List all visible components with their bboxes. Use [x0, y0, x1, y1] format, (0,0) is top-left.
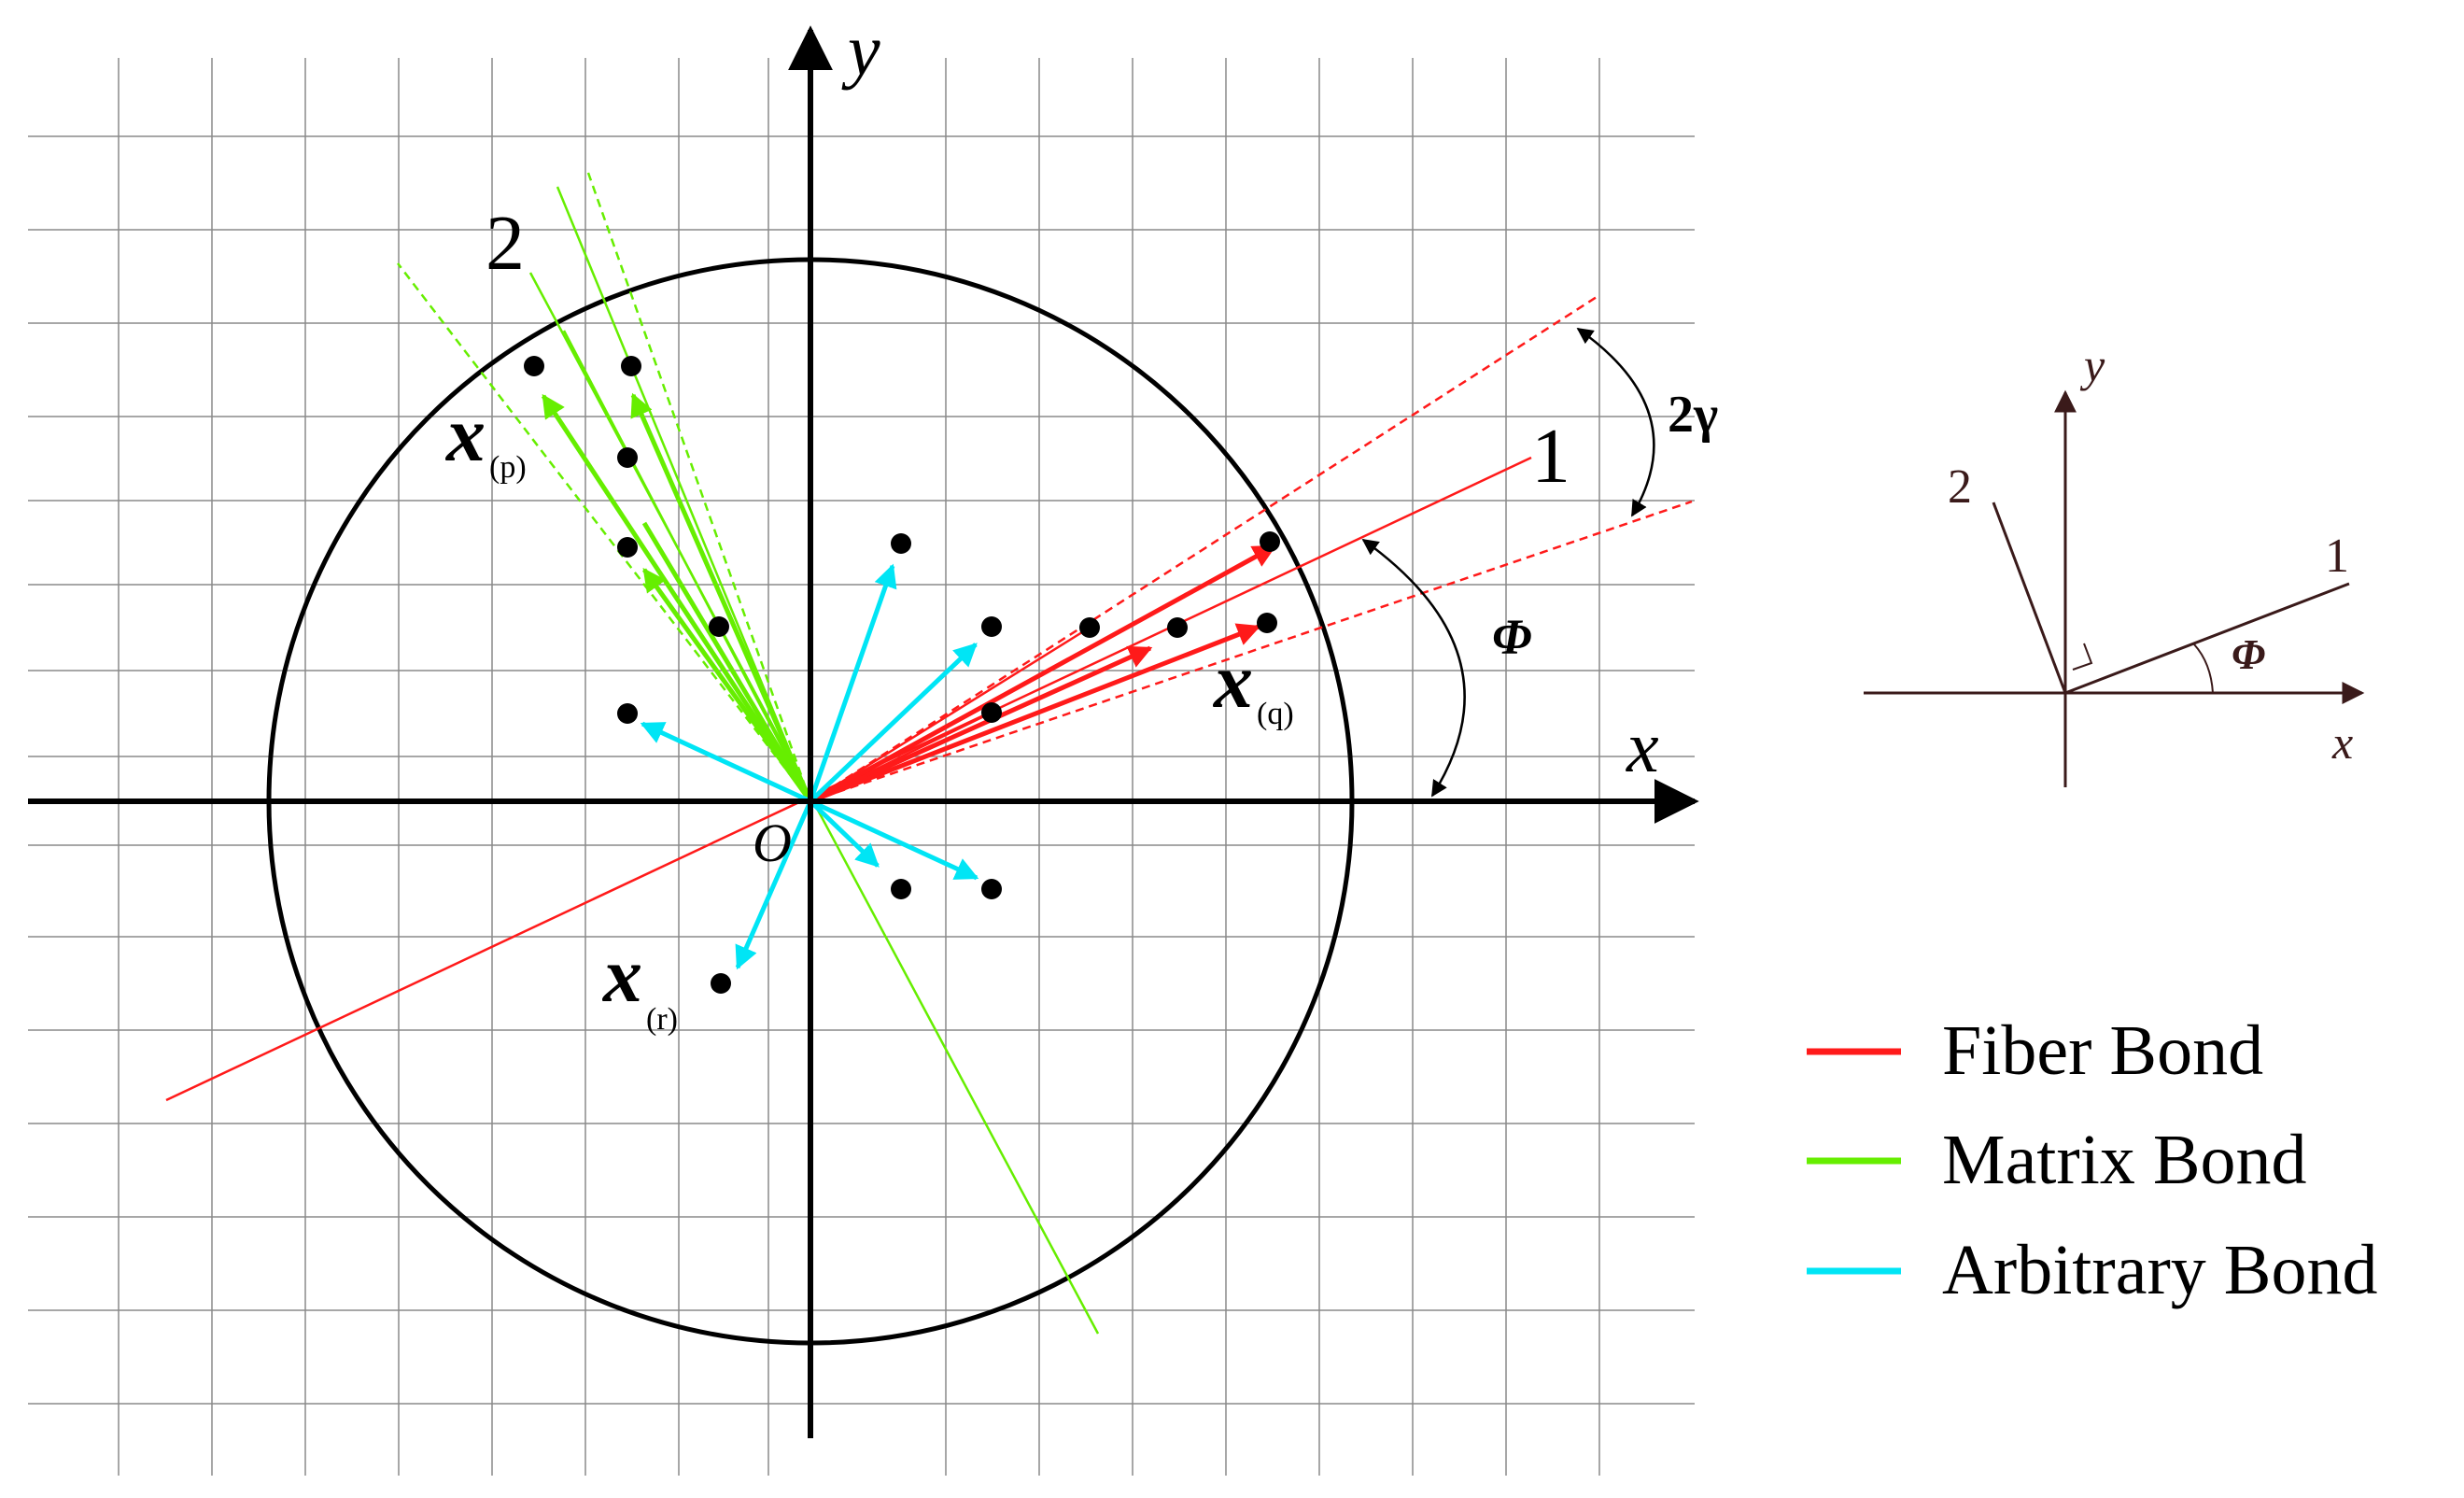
arbitrary-bond-arrow: [640, 721, 812, 804]
inset-direction-2-line: [1992, 502, 2067, 694]
inset-diagram: [1864, 389, 2365, 787]
inset-x-axis-label: x: [2331, 716, 2353, 769]
angle-2gamma-label: 2γ: [1668, 386, 1718, 444]
inset-direction-1-label: 1: [2325, 530, 2349, 583]
angle-phi-arc: [1361, 538, 1466, 798]
point-p-sub: (p): [489, 450, 527, 485]
point-q-main: x: [1212, 638, 1253, 725]
main-x-axis-label: x: [1626, 706, 1659, 787]
material-point: [1260, 531, 1280, 552]
arbitrary-bond-arrow: [809, 798, 979, 881]
material-points: [524, 356, 1280, 994]
origin-label: O: [753, 813, 792, 873]
matrix-sector-left: [397, 262, 811, 802]
matrix-sector-rays: [556, 186, 812, 802]
fiber-sector-upper: [810, 295, 1598, 803]
matrix-bond-arrow: [641, 567, 813, 803]
material-point: [1079, 617, 1100, 638]
fiber-bond-arrow: [809, 544, 1277, 804]
arbitrary-bond-arrow: [809, 799, 880, 868]
inset-phi-label: Φ: [2232, 630, 2265, 678]
angle-2gamma-arc: [1576, 327, 1655, 517]
material-point: [1257, 613, 1277, 633]
material-point: [617, 703, 638, 724]
point-r-main: x: [601, 932, 642, 1019]
arbitrary-bond-arrow: [808, 563, 897, 802]
material-point: [981, 616, 1002, 637]
material-point: [981, 879, 1002, 899]
material-point: [711, 973, 731, 994]
point-q-label: x (q): [1212, 638, 1294, 731]
inset-right-angle-mark: [2072, 643, 2093, 671]
fiber-sector-rays: [810, 626, 1091, 803]
legend-label-matrix: Matrix Bond: [1942, 1121, 2307, 1199]
point-p-label: x (p): [444, 391, 527, 485]
point-p-main: x: [444, 391, 486, 478]
material-point: [617, 447, 638, 468]
angle-phi-label: Φ: [1492, 609, 1532, 665]
matrix-bonds: [541, 392, 813, 803]
direction-1-label: 1: [1531, 413, 1570, 500]
legend-label-arbitrary: Arbitrary Bond: [1942, 1231, 2377, 1309]
material-point: [891, 879, 911, 899]
point-r-sub: (r): [646, 1002, 678, 1037]
matrix-bond-arrow: [641, 521, 813, 803]
arbitrary-bonds: [640, 563, 979, 970]
background-grid: [28, 58, 1695, 1476]
material-point: [709, 616, 729, 637]
legend-label-fiber: Fiber Bond: [1942, 1011, 2263, 1090]
inset-phi-arc: [2193, 643, 2214, 694]
arbitrary-bond-arrow: [809, 643, 978, 803]
fiber-sector-lower: [810, 500, 1693, 803]
material-point: [621, 356, 641, 376]
matrix-bond-arrow: [630, 392, 813, 803]
material-point: [981, 702, 1002, 723]
matrix-bond-arrow: [541, 393, 813, 803]
material-point: [617, 537, 638, 558]
material-point: [1167, 617, 1188, 638]
inset-y-axis-label: y: [2079, 339, 2105, 391]
material-point: [891, 533, 911, 554]
point-r-label: x (r): [601, 932, 678, 1037]
main-y-axis-label: y: [841, 9, 880, 91]
legend: Fiber Bond Matrix Bond Arbitrary Bond: [1807, 1011, 2377, 1309]
direction-2-label: 2: [486, 200, 525, 287]
fiber-bonds: [809, 544, 1277, 804]
inset-direction-1-line: [2064, 582, 2350, 695]
fiber-bond-arrow: [810, 623, 1261, 804]
arbitrary-bond-arrow: [735, 799, 813, 970]
material-point: [524, 356, 544, 376]
point-q-sub: (q): [1257, 697, 1294, 731]
inset-direction-2-label: 2: [1948, 460, 1972, 514]
fiber-bond-arrow: [809, 645, 1153, 804]
